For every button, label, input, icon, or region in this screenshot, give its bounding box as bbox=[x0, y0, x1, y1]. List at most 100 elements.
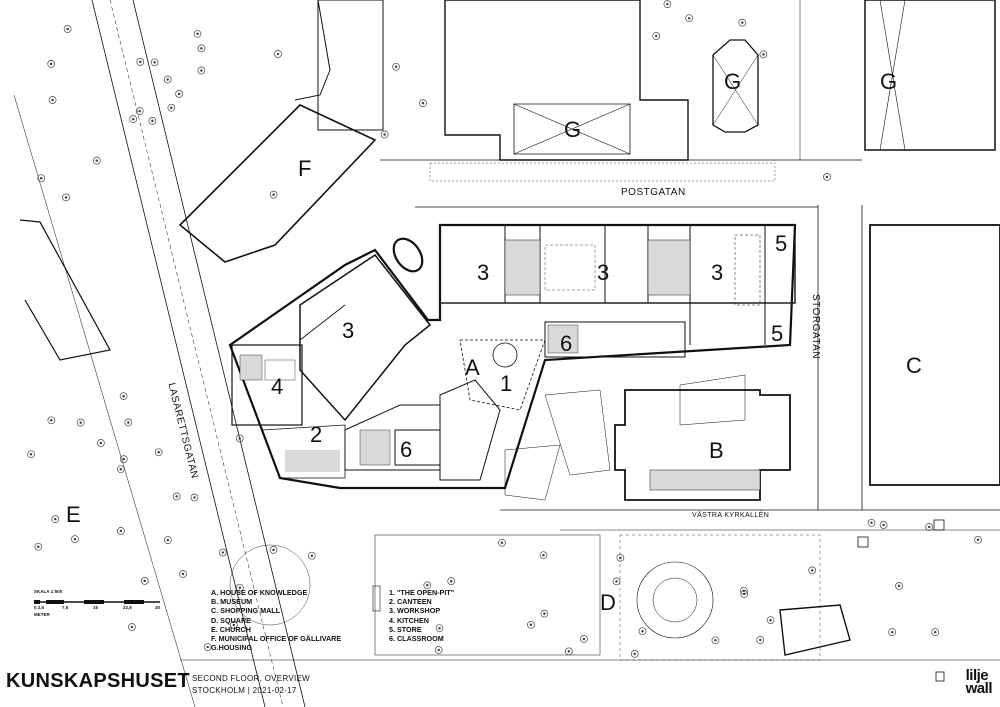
tree-icon bbox=[163, 75, 172, 84]
legend-item: D. SQUARE bbox=[211, 615, 251, 625]
scale-tick-1: 7,5 bbox=[62, 605, 69, 610]
legend-item: F. MUNICIPAL OFFICE OF GÄLLIVARE bbox=[211, 634, 342, 644]
tree-icon bbox=[34, 542, 43, 551]
tree-icon bbox=[652, 32, 661, 40]
tree-icon bbox=[197, 66, 206, 75]
tree-icon bbox=[229, 621, 238, 629]
building-label-e: E bbox=[66, 502, 81, 527]
building-label-f: F bbox=[298, 156, 312, 181]
legend-item: 6. CLASSROOM bbox=[389, 634, 444, 644]
building-label-b: B bbox=[709, 438, 724, 463]
tree-icon bbox=[175, 90, 183, 98]
tree-icon bbox=[711, 636, 720, 645]
tree-icon bbox=[274, 50, 282, 58]
tree-icon bbox=[119, 392, 128, 401]
place-date: STOCKHOLM | 2021-02-17 bbox=[192, 686, 297, 695]
building-label-c: C bbox=[906, 353, 922, 378]
tree-icon bbox=[612, 577, 621, 586]
tree-icon bbox=[62, 193, 70, 202]
tree-icon bbox=[47, 60, 56, 68]
tree-icon bbox=[48, 96, 57, 104]
square-d-circle bbox=[636, 561, 714, 639]
project-title: KUNSKAPSHUSET bbox=[6, 670, 190, 692]
scale-tick-2: 15 bbox=[93, 605, 99, 610]
tree-icon bbox=[564, 647, 573, 656]
room-label-workshop-2: 3 bbox=[597, 260, 610, 285]
logo-line-2: wall bbox=[965, 680, 993, 697]
tree-icon bbox=[740, 590, 749, 598]
tree-icon bbox=[117, 527, 125, 535]
room-label-workshop-3: 3 bbox=[711, 260, 724, 285]
tree-icon bbox=[823, 173, 831, 181]
tree-icon bbox=[638, 627, 647, 636]
tree-icon bbox=[124, 418, 133, 427]
lasarettsgatan-edge-west bbox=[91, 0, 266, 707]
tree-icon bbox=[190, 493, 199, 502]
legend-item: A. HOUSE OF KNOWLEDGE bbox=[211, 588, 308, 597]
legend-item: 1. "THE OPEN-PIT" bbox=[389, 588, 455, 597]
tree-icon bbox=[47, 416, 56, 425]
tree-icon bbox=[756, 636, 765, 644]
tree-icon bbox=[167, 103, 176, 112]
tree-icon bbox=[269, 546, 278, 554]
grid-symbol-icon bbox=[935, 671, 945, 682]
tree-icon bbox=[129, 115, 138, 123]
street-label-storgatan: STORGATAN bbox=[810, 294, 821, 360]
building-e-outline bbox=[19, 219, 111, 361]
legend-buildings: A. HOUSE OF KNOWLEDGE B. MUSEUM C. SHOPP… bbox=[211, 588, 341, 652]
legend-swatch bbox=[372, 585, 381, 612]
tree-icon bbox=[925, 523, 934, 531]
room-label-classroom-1: 6 bbox=[560, 331, 573, 356]
room-label-kitchen: 4 bbox=[271, 374, 284, 399]
room-label-workshop-4: 3 bbox=[342, 318, 355, 343]
tree-icon bbox=[97, 439, 105, 447]
tree-icon bbox=[539, 551, 548, 560]
tree-icon bbox=[119, 455, 128, 463]
building-label-g-middle: G bbox=[564, 117, 582, 142]
tree-icon bbox=[630, 650, 639, 658]
tree-icon bbox=[527, 620, 535, 629]
tree-icon bbox=[71, 535, 79, 543]
street-label-postgatan: POSTGATAN bbox=[621, 187, 686, 198]
tree-icon bbox=[218, 548, 227, 557]
legend-item: G.HOUSING bbox=[211, 643, 253, 653]
tree-icon bbox=[867, 518, 876, 527]
scale-tick-3: 22,5 bbox=[123, 605, 132, 610]
tree-icon bbox=[931, 628, 940, 636]
legend-item: B. MUSEUM bbox=[211, 597, 253, 607]
tree-icon bbox=[540, 609, 549, 618]
room-label-classroom-2: 6 bbox=[400, 437, 413, 462]
room-label-store-2: 5 bbox=[771, 321, 784, 346]
tree-icon bbox=[235, 434, 244, 443]
street-label-vastra-kyrkallen: VÄSTRA KYRKALLÉN bbox=[692, 512, 770, 519]
legend-rooms: 1. "THE OPEN-PIT" 2. CANTEEN 3. WORKSHOP… bbox=[389, 588, 454, 643]
tree-icon bbox=[685, 14, 693, 23]
tree-icon bbox=[808, 566, 817, 575]
tree-icon bbox=[193, 29, 202, 38]
building-f-outline bbox=[178, 104, 377, 263]
tree-icon bbox=[423, 581, 432, 590]
tree-icon bbox=[392, 62, 400, 71]
tree-icon bbox=[895, 582, 903, 590]
building-c-outline bbox=[869, 224, 1000, 486]
drawing-title: SECOND FLOOR, OVERVIEW bbox=[192, 674, 311, 683]
room-label-store-1: 5 bbox=[775, 231, 788, 256]
trees bbox=[27, 0, 982, 658]
building-label-d: D bbox=[600, 590, 616, 615]
tree-icon bbox=[197, 44, 206, 53]
logo-line-1: lilje bbox=[965, 667, 989, 684]
tree-icon bbox=[116, 465, 125, 474]
legend-item: E. CHURCH bbox=[211, 624, 251, 634]
room-label-canteen: 2 bbox=[310, 422, 323, 447]
legend-item: 3. WORKSHOP bbox=[389, 606, 441, 616]
room-label-workshop-1: 3 bbox=[477, 260, 490, 285]
tree-icon bbox=[236, 583, 244, 592]
legend-item: C. SHOPPING MALL bbox=[211, 606, 281, 616]
tree-icon bbox=[435, 624, 444, 633]
scale-tick-0: 0 2,5 bbox=[34, 605, 45, 610]
tree-icon bbox=[37, 174, 46, 183]
scale-tick-4: 30 bbox=[155, 605, 161, 610]
building-a-plan bbox=[228, 223, 797, 490]
tree-icon bbox=[128, 623, 136, 631]
tree-icon bbox=[307, 551, 316, 560]
